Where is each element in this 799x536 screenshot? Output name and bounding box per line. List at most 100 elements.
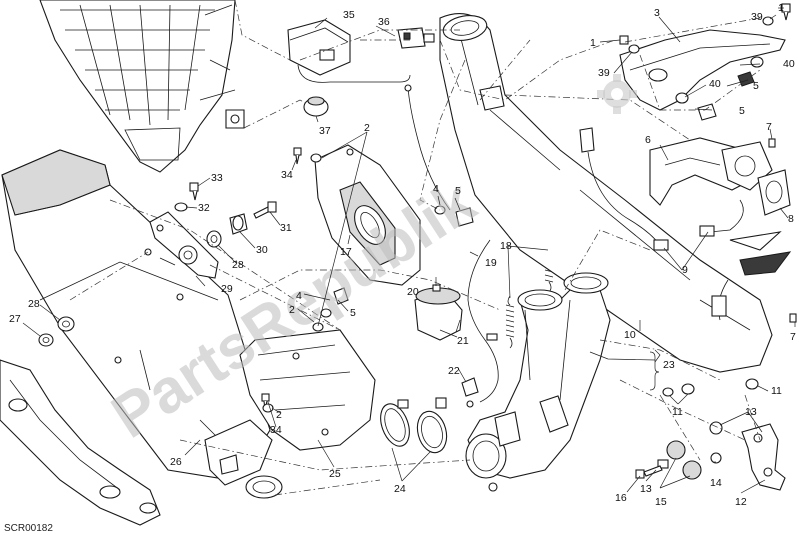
hanger-bracket-29 bbox=[149, 211, 219, 279]
rubber-mount-37 bbox=[303, 96, 329, 117]
front-header-6 bbox=[649, 137, 773, 206]
callout-15: 15 bbox=[655, 496, 667, 508]
callout-6: 6 bbox=[645, 134, 651, 146]
clamp-24b bbox=[416, 397, 448, 454]
header-pipe-10 bbox=[439, 13, 773, 373]
callout-22: 22 bbox=[448, 365, 460, 377]
callout-25: 25 bbox=[329, 468, 341, 480]
callout-26: 26 bbox=[170, 456, 182, 468]
callout-5: 5 bbox=[455, 185, 461, 197]
callout-40: 40 bbox=[709, 78, 721, 90]
nut-11b bbox=[681, 383, 695, 395]
sensor-bracket-21 bbox=[414, 287, 463, 341]
callout-labels: 1 1 2 2 2 3 4 4 5 5 5 5 6 7 7 8 9 10 11 … bbox=[9, 2, 796, 508]
callout-3: 3 bbox=[654, 7, 660, 19]
callout-1: 1 bbox=[778, 2, 784, 14]
callout-30: 30 bbox=[256, 244, 268, 256]
washer-2b bbox=[312, 322, 324, 332]
callout-27: 27 bbox=[9, 313, 21, 325]
callout-24: 24 bbox=[394, 483, 406, 495]
clip-5b bbox=[697, 103, 717, 121]
bolt-33 bbox=[189, 182, 199, 201]
callout-23: 23 bbox=[663, 359, 675, 371]
callout-37: 37 bbox=[319, 125, 331, 137]
nut-11a bbox=[662, 387, 674, 397]
screw-1b bbox=[619, 35, 629, 45]
bolt-16 bbox=[643, 459, 669, 477]
washer-27 bbox=[38, 333, 54, 347]
screw-20 bbox=[432, 284, 441, 292]
callout-36: 36 bbox=[378, 16, 390, 28]
clip-5a bbox=[737, 71, 755, 87]
washer-2a bbox=[310, 153, 322, 163]
callout-2: 2 bbox=[364, 122, 370, 134]
exhaust-valve-actuator-35 bbox=[287, 19, 411, 83]
callout-10: 10 bbox=[624, 329, 636, 341]
callout-34: 34 bbox=[281, 169, 293, 181]
callout-20: 20 bbox=[407, 286, 419, 298]
rubber-28a bbox=[57, 316, 75, 332]
clip-5c bbox=[333, 287, 349, 305]
bolt-31 bbox=[253, 201, 277, 219]
gasket-8 bbox=[757, 169, 791, 216]
lambda-sensor-9 bbox=[579, 127, 792, 321]
callout-2: 2 bbox=[276, 409, 282, 421]
callout-21: 21 bbox=[457, 335, 469, 347]
callout-4: 4 bbox=[296, 290, 302, 302]
callout-13: 13 bbox=[745, 406, 757, 418]
stud-7b bbox=[789, 313, 797, 323]
callout-28: 28 bbox=[28, 298, 40, 310]
callout-12: 12 bbox=[735, 496, 747, 508]
callout-32: 32 bbox=[198, 202, 210, 214]
nut-14 bbox=[710, 452, 722, 464]
rubber-28b bbox=[206, 230, 222, 248]
callout-5: 5 bbox=[739, 105, 745, 117]
upper-heat-shield-3 bbox=[619, 29, 786, 111]
washer-39b bbox=[628, 44, 640, 54]
callout-11: 11 bbox=[771, 385, 782, 397]
spacer-40a bbox=[750, 56, 764, 68]
assembly-lines bbox=[69, 17, 761, 496]
bracket-12 bbox=[741, 423, 786, 491]
callout-39: 39 bbox=[751, 11, 763, 23]
callout-1: 1 bbox=[590, 37, 596, 49]
damper-15 bbox=[666, 440, 702, 480]
callout-9: 9 bbox=[682, 264, 688, 276]
connector-36 bbox=[397, 27, 435, 49]
callout-29: 29 bbox=[221, 283, 233, 295]
nut-11c bbox=[745, 378, 759, 390]
silencer-26 bbox=[1, 149, 283, 499]
callout-16: 16 bbox=[615, 492, 627, 504]
frame-rear bbox=[0, 359, 161, 526]
screw-34a bbox=[293, 147, 302, 165]
heat-shield-17 bbox=[314, 144, 421, 286]
callout-40: 40 bbox=[783, 58, 795, 70]
brace-23 bbox=[649, 351, 660, 391]
callout-39: 39 bbox=[598, 67, 610, 79]
washer-32 bbox=[174, 202, 188, 212]
callout-5: 5 bbox=[350, 307, 356, 319]
cable-19 bbox=[404, 84, 499, 403]
callout-7: 7 bbox=[790, 331, 796, 343]
diagram-code: SCR00182 bbox=[4, 523, 53, 534]
frame-battery-box bbox=[39, 0, 245, 173]
watermark-gear-icon bbox=[597, 74, 637, 114]
callout-18: 18 bbox=[500, 240, 512, 252]
callout-5: 5 bbox=[753, 80, 759, 92]
callout-2: 2 bbox=[289, 304, 295, 316]
spacer-30 bbox=[229, 213, 248, 235]
callout-35: 35 bbox=[343, 9, 355, 21]
spring-18b bbox=[505, 295, 515, 349]
clip-22 bbox=[461, 377, 479, 408]
callout-8: 8 bbox=[788, 213, 794, 225]
callout-19: 19 bbox=[485, 257, 497, 269]
callout-4: 4 bbox=[433, 183, 439, 195]
washer-2c bbox=[262, 403, 274, 413]
callout-11: 11 bbox=[672, 406, 683, 418]
callout-34: 34 bbox=[270, 424, 282, 436]
callout-13: 13 bbox=[640, 483, 652, 495]
callout-28: 28 bbox=[232, 259, 244, 271]
clamp-24a bbox=[380, 399, 410, 447]
callout-14: 14 bbox=[710, 477, 722, 489]
